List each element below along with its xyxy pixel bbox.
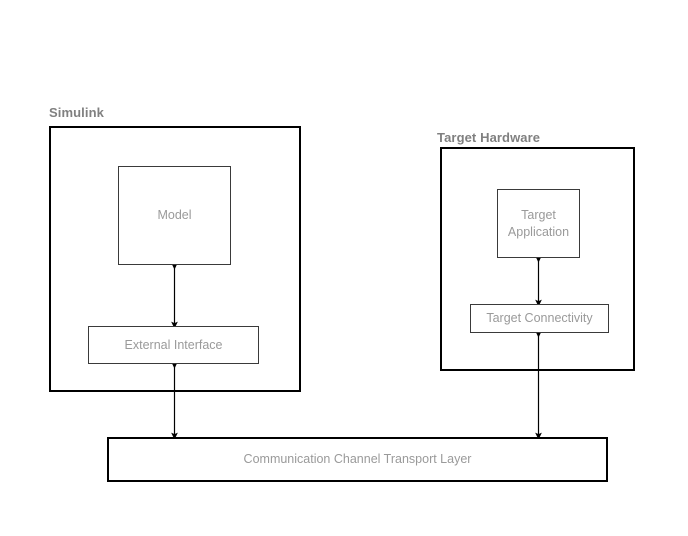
- block-target-connectivity: Target Connectivity: [470, 304, 609, 333]
- group-label-simulink: Simulink: [49, 105, 104, 120]
- group-label-target-hardware: Target Hardware: [437, 130, 541, 145]
- block-target-application: Target Application: [497, 189, 580, 258]
- block-external-interface: External Interface: [88, 326, 259, 364]
- block-label-transport-layer: Communication Channel Transport Layer: [243, 452, 472, 467]
- block-label-target-application: Target Application: [507, 207, 570, 239]
- group-box-target-hardware: [440, 147, 635, 371]
- block-transport-layer: Communication Channel Transport Layer: [107, 437, 608, 482]
- block-label-model: Model: [157, 208, 192, 223]
- block-model: Model: [118, 166, 231, 265]
- block-label-target-connectivity: Target Connectivity: [486, 311, 593, 326]
- block-label-external-interface: External Interface: [124, 337, 223, 352]
